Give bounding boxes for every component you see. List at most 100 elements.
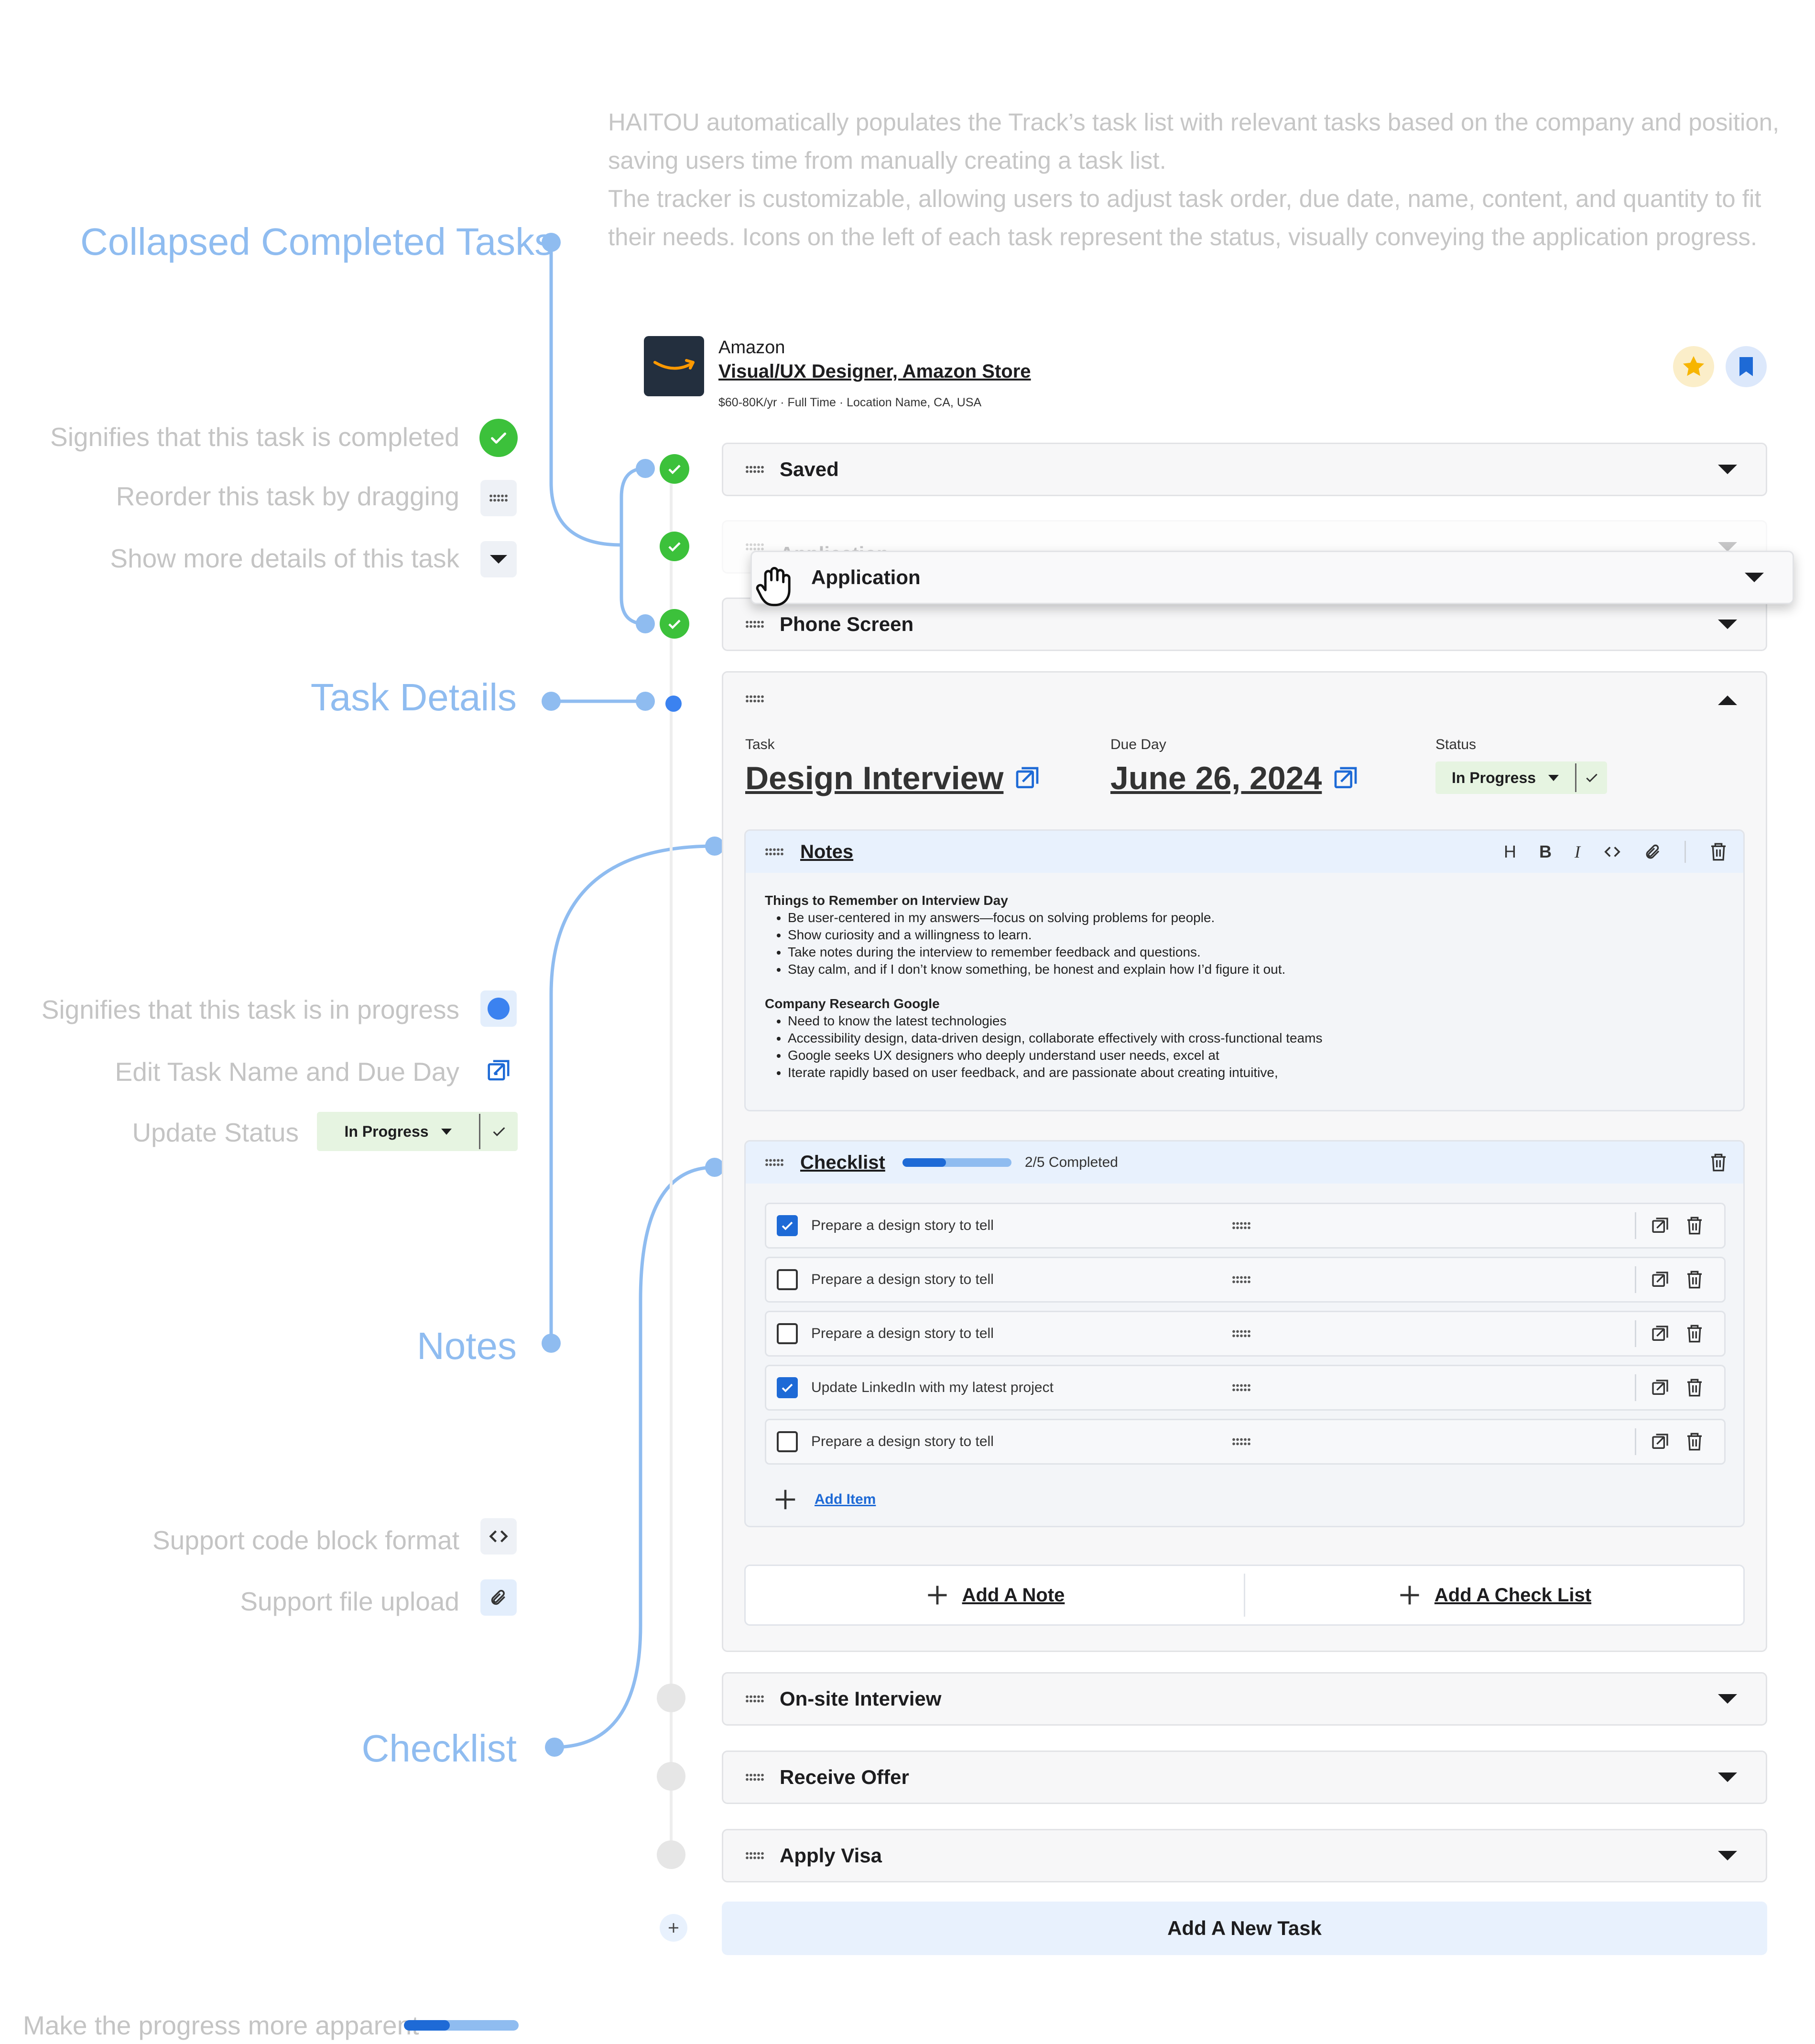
checkbox[interactable] [777, 1377, 798, 1398]
checkbox[interactable] [777, 1323, 798, 1344]
onsite-pending-icon [657, 1684, 685, 1712]
drag-handle-icon[interactable] [1232, 1329, 1251, 1338]
intro-text: HAITOU automatically populates the Track… [608, 109, 1780, 250]
italic-button[interactable]: I [1575, 842, 1580, 861]
code-icon[interactable] [1603, 843, 1621, 861]
checklist-item[interactable]: Prepare a design story to tell [765, 1419, 1726, 1465]
expand-caret-icon[interactable] [1745, 573, 1764, 582]
visa-pending-icon [657, 1840, 685, 1869]
drag-handle-icon[interactable] [765, 848, 784, 856]
task-row-offer[interactable]: Receive Offer [722, 1750, 1767, 1804]
notes-content[interactable]: Things to Remember on Interview Day Be u… [765, 892, 1721, 1081]
task-name[interactable]: Design Interview [745, 760, 1004, 796]
due-date[interactable]: June 26, 2024 [1110, 760, 1322, 796]
checkbox[interactable] [777, 1269, 798, 1290]
plus-icon [928, 1586, 947, 1605]
expand-caret-icon[interactable] [1718, 465, 1737, 474]
drag-handle-icon[interactable] [1232, 1275, 1251, 1284]
code-block-annotation: Support code block format [152, 1525, 459, 1555]
task-row-application-dragging[interactable]: Application [750, 551, 1794, 604]
offer-pending-icon [657, 1762, 685, 1791]
drag-handle-icon[interactable] [745, 620, 764, 629]
edit-icon[interactable] [1651, 1324, 1670, 1343]
notes-section-title: Notes [417, 1325, 517, 1367]
checklist-title[interactable]: Checklist [800, 1152, 885, 1173]
trash-icon[interactable] [1709, 841, 1728, 862]
drag-handle-icon[interactable] [1232, 1383, 1251, 1392]
collapse-caret-icon[interactable] [1718, 696, 1737, 705]
checklist-item-label: Prepare a design story to tell [811, 1434, 994, 1449]
task-row-phone-screen[interactable]: Phone Screen [722, 598, 1767, 651]
checkbox[interactable] [777, 1215, 798, 1236]
add-note-button[interactable]: Add A Note [746, 1583, 1244, 1608]
drag-handle-icon[interactable] [1232, 1221, 1251, 1230]
task-row-saved[interactable]: Saved [722, 443, 1767, 496]
trash-icon[interactable] [1709, 1152, 1728, 1173]
add-task-plus-icon[interactable] [660, 1914, 687, 1942]
trash-icon[interactable] [1685, 1377, 1704, 1398]
add-actions-bar: Add A Note Add A Check List [744, 1565, 1745, 1626]
bold-button[interactable]: B [1539, 842, 1552, 861]
confirm-check-icon[interactable] [1576, 761, 1607, 794]
in-progress-annotation: Signifies that this task is in progress [41, 995, 459, 1024]
star-icon[interactable] [1673, 346, 1714, 387]
edit-icon[interactable] [1651, 1432, 1670, 1451]
paperclip-icon[interactable] [1644, 843, 1662, 860]
drag-handle-icon[interactable] [765, 1158, 784, 1167]
trash-icon[interactable] [1685, 1269, 1704, 1290]
expand-caret-icon[interactable] [1718, 620, 1737, 629]
application-complete-icon [660, 532, 689, 561]
edit-icon[interactable] [1651, 1216, 1670, 1235]
expand-caret-icon[interactable] [1718, 1772, 1737, 1782]
checklist-progress-bar [902, 1158, 1011, 1167]
notes-block: Notes H B I Things to Remember on Interv… [744, 829, 1745, 1111]
drag-handle-icon[interactable] [745, 1773, 764, 1782]
add-new-task-button[interactable]: Add A New Task [722, 1902, 1767, 1955]
trash-icon[interactable] [1685, 1215, 1704, 1236]
add-checklist-button[interactable]: Add A Check List [1245, 1583, 1743, 1608]
notes-title[interactable]: Notes [800, 841, 854, 862]
add-item-button[interactable]: Add Item [772, 1487, 876, 1512]
edit-icon[interactable] [1651, 1378, 1670, 1397]
drag-handle-icon[interactable] [745, 1695, 764, 1703]
bookmark-icon[interactable] [1726, 346, 1767, 387]
edit-due-icon[interactable] [1332, 765, 1359, 792]
job-title-link[interactable]: Visual/UX Designer, Amazon Store [718, 361, 1031, 382]
checklist-item-label: Prepare a design story to tell [811, 1272, 994, 1287]
checkbox[interactable] [777, 1431, 798, 1452]
trash-icon[interactable] [1685, 1431, 1704, 1452]
checklist-block: Checklist 2/5 Completed Prepare a design… [744, 1140, 1745, 1527]
completed-check-icon [479, 419, 518, 457]
paperclip-icon [480, 1579, 517, 1616]
task-row-visa[interactable]: Apply Visa [722, 1829, 1767, 1882]
progress-example-bar [404, 2020, 519, 2031]
plus-icon [775, 1490, 795, 1510]
task-row-onsite[interactable]: On-site Interview [722, 1672, 1767, 1726]
due-label: Due Day [1110, 737, 1166, 752]
chevron-down-icon [1548, 774, 1559, 781]
expand-caret-icon[interactable] [1718, 1851, 1737, 1860]
in-progress-dot-icon [480, 990, 517, 1027]
drag-handle-icon[interactable] [745, 465, 764, 474]
edit-icon[interactable] [1651, 1270, 1670, 1289]
checklist-item[interactable]: Prepare a design story to tell [765, 1203, 1726, 1249]
heading-button[interactable]: H [1504, 842, 1516, 861]
show-more-annotation: Show more details of this task [110, 544, 459, 573]
plus-icon [1400, 1586, 1419, 1605]
progress-text: 2/5 Completed [1024, 1154, 1118, 1170]
status-example-pill: In Progress [317, 1112, 518, 1151]
checklist-item[interactable]: Prepare a design story to tell [765, 1311, 1726, 1357]
trash-icon[interactable] [1685, 1323, 1704, 1344]
status-select[interactable]: In Progress [1435, 761, 1608, 794]
checklist-item[interactable]: Update LinkedIn with my latest project [765, 1365, 1726, 1411]
drag-handle-icon[interactable] [745, 1851, 764, 1860]
drag-handle-icon[interactable] [1232, 1437, 1251, 1446]
progress-annotation: Make the progress more apparent [23, 2011, 419, 2040]
expand-caret-icon[interactable] [1718, 1694, 1737, 1704]
edit-task-icon[interactable] [1014, 765, 1041, 792]
drag-handle-icon[interactable] [745, 695, 764, 703]
task-details-title: Task Details [310, 676, 517, 718]
company-name: Amazon [718, 337, 785, 358]
completed-annotation: Signifies that this task is completed [50, 422, 459, 452]
checklist-item[interactable]: Prepare a design story to tell [765, 1257, 1726, 1303]
